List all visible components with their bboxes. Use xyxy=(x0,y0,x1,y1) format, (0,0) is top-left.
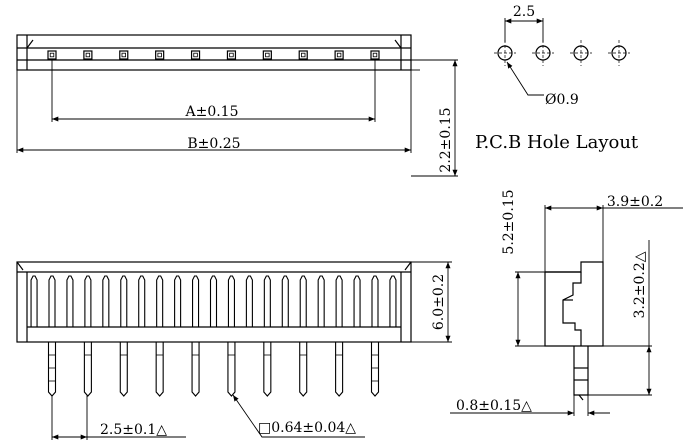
front-rib xyxy=(48,275,56,327)
front-rib xyxy=(263,275,271,327)
front-rib xyxy=(353,275,361,327)
front-pin xyxy=(370,342,380,397)
pin-square xyxy=(262,50,272,60)
front-pin xyxy=(191,342,200,397)
front-view-ribs xyxy=(30,275,397,327)
front-rib xyxy=(156,275,164,327)
pin-square-inner xyxy=(265,52,270,58)
front-pin xyxy=(263,342,272,397)
front-rib xyxy=(227,275,235,327)
front-rib xyxy=(66,275,74,327)
top-view xyxy=(16,34,458,177)
pin-width-label: 0.8±0.15△ xyxy=(456,398,532,414)
front-rib xyxy=(317,275,325,327)
side-view-latch xyxy=(562,272,582,346)
pin-square xyxy=(47,50,57,60)
front-height-label: 6.0±0.2 xyxy=(431,274,447,330)
pin-square xyxy=(119,50,129,60)
pcb-layout-title: P.C.B Hole Layout xyxy=(475,132,639,153)
pin-square-inner xyxy=(121,52,126,58)
pin-square-inner xyxy=(157,52,162,58)
front-rib xyxy=(102,275,110,327)
front-rib xyxy=(30,275,38,327)
front-rib xyxy=(299,275,307,327)
front-pitch-label: 2.5±0.1△ xyxy=(100,422,167,438)
dim-a-label: A±0.15 xyxy=(184,104,238,120)
pin-square xyxy=(226,50,237,60)
pin-square-inner xyxy=(301,52,306,58)
front-pin xyxy=(83,342,92,397)
pin-square-inner xyxy=(49,52,55,58)
pcb-hole-layout xyxy=(494,18,630,96)
top-view-body xyxy=(16,34,412,71)
side-width-label: 3.9±0.2 xyxy=(607,194,663,210)
pin-length-label: 3.2±0.2△ xyxy=(632,251,648,318)
front-rib xyxy=(371,275,379,327)
hole-diameter-label: Ø0.9 xyxy=(545,92,579,108)
pin-square xyxy=(155,50,165,60)
top-height-label: 2.2±0.15 xyxy=(438,107,454,172)
front-pin xyxy=(299,342,308,397)
pin-size-leader xyxy=(232,394,365,438)
front-rib xyxy=(281,275,289,327)
side-view xyxy=(450,205,683,416)
pin-square-inner xyxy=(85,52,91,58)
pin-square xyxy=(190,50,201,60)
front-rib xyxy=(209,275,218,327)
front-rib xyxy=(120,275,128,327)
dim-b-label: B±0.25 xyxy=(187,136,240,152)
front-rib xyxy=(138,275,146,327)
side-view-pin xyxy=(573,346,589,396)
pin-square-inner xyxy=(229,52,234,58)
front-pin xyxy=(335,342,344,397)
front-view-pins xyxy=(47,342,380,397)
hole-leader-line xyxy=(506,61,544,96)
front-rib xyxy=(335,275,343,327)
front-rib xyxy=(192,275,200,327)
pin-square xyxy=(83,50,93,60)
front-view-body xyxy=(16,261,412,343)
pitch-label: 2.5 xyxy=(513,4,535,20)
side-height-label: 5.2±0.15 xyxy=(501,189,517,254)
front-rib xyxy=(389,275,397,327)
front-rib xyxy=(174,275,182,327)
front-pin xyxy=(227,342,236,397)
front-rib xyxy=(84,275,92,327)
front-pin xyxy=(119,342,128,397)
front-rib xyxy=(245,275,253,327)
pcb-holes xyxy=(494,40,630,66)
pin-square xyxy=(334,50,344,60)
pin-square-inner xyxy=(193,52,198,58)
side-view-body xyxy=(544,261,604,347)
front-view xyxy=(16,261,452,440)
pin-square xyxy=(370,50,380,60)
pin-square-inner xyxy=(372,52,378,58)
pin-square xyxy=(298,50,308,60)
top-view-pin-squares xyxy=(47,50,380,60)
front-pin xyxy=(155,342,164,397)
front-pin xyxy=(47,342,57,397)
pin-size-label: □0.64±0.04△ xyxy=(258,420,356,436)
pin-square-inner xyxy=(336,52,342,58)
